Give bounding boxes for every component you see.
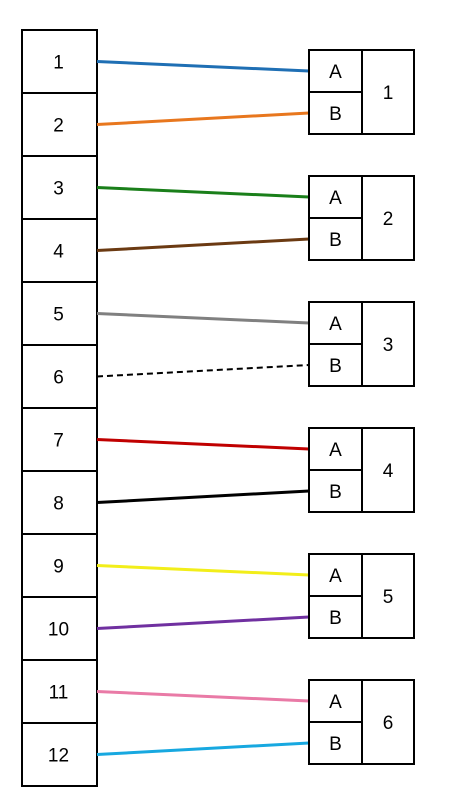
connector-6: AB 6 — [308, 679, 415, 765]
terminal-label: 10 — [48, 620, 69, 641]
pin-a-label: A — [329, 692, 342, 713]
connector-3: AB 3 — [308, 301, 415, 387]
terminal-label: 6 — [53, 368, 64, 389]
pin-a-label: A — [329, 440, 342, 461]
terminal-label: 4 — [53, 242, 64, 263]
connector-4: AB 4 — [308, 427, 415, 513]
terminal-cell — [21, 29, 98, 94]
wire-12-to-6b — [96, 741, 310, 756]
wires — [96, 60, 310, 756]
pin-b-label: B — [329, 104, 342, 125]
pin-a-label: A — [329, 62, 342, 83]
wire-8-to-4b — [96, 489, 310, 504]
terminal-label: 2 — [53, 116, 64, 137]
terminal-11: 11 — [21, 659, 98, 724]
connector-5: AB 5 — [308, 553, 415, 639]
terminal-cell — [21, 470, 98, 535]
terminal-3: 3 — [21, 155, 98, 220]
terminal-7: 7 — [21, 407, 98, 472]
wire-7-to-4a — [96, 438, 310, 451]
wire-9-to-5a — [96, 564, 310, 577]
connector-1: AB 1 — [308, 49, 415, 135]
terminal-8: 8 — [21, 470, 98, 535]
terminal-cell — [21, 722, 98, 787]
connector-label: 4 — [383, 461, 394, 482]
connector-label: 2 — [383, 209, 394, 230]
terminal-cell — [21, 92, 98, 157]
connector-2: AB 2 — [308, 175, 415, 261]
pin-a-label: A — [329, 188, 342, 209]
terminal-6: 6 — [21, 344, 98, 409]
terminal-label: 3 — [53, 179, 64, 200]
terminal-label: 1 — [53, 53, 64, 74]
terminal-9: 9 — [21, 533, 98, 598]
wire-3-to-2a — [96, 186, 310, 199]
pin-a-label: A — [329, 314, 342, 335]
terminal-label: 8 — [53, 494, 64, 515]
pin-b-label: B — [329, 734, 342, 755]
wire-10-to-5b — [96, 615, 310, 630]
connector-label: 6 — [383, 713, 394, 734]
wire-4-to-2b — [96, 237, 310, 252]
terminal-10: 10 — [21, 596, 98, 661]
pin-b-label: B — [329, 608, 342, 629]
wire-2-to-1b — [96, 111, 310, 126]
terminal-4: 4 — [21, 218, 98, 283]
terminal-label: 5 — [53, 305, 64, 326]
terminal-label: 11 — [49, 683, 69, 704]
pin-b-label: B — [329, 482, 342, 503]
wire-1-to-1a — [96, 60, 310, 73]
wire-11-to-6a — [96, 690, 310, 703]
connector-label: 3 — [383, 335, 394, 356]
terminal-12: 12 — [21, 722, 98, 787]
terminal-cell — [21, 596, 98, 661]
terminal-cell — [21, 344, 98, 409]
terminal-label: 9 — [53, 557, 64, 578]
pin-b-label: B — [329, 230, 342, 251]
pin-b-label: B — [329, 356, 342, 377]
terminal-2: 2 — [21, 92, 98, 157]
connector-label: 5 — [383, 587, 394, 608]
wire-6-to-3b — [96, 364, 310, 378]
terminal-label: 7 — [53, 431, 64, 452]
terminal-1: 1 — [21, 29, 98, 94]
connector-label: 1 — [383, 83, 394, 104]
terminal-label: 12 — [48, 746, 69, 767]
wire-5-to-3a — [96, 312, 310, 325]
pin-a-label: A — [329, 566, 342, 587]
terminal-5: 5 — [21, 281, 98, 346]
